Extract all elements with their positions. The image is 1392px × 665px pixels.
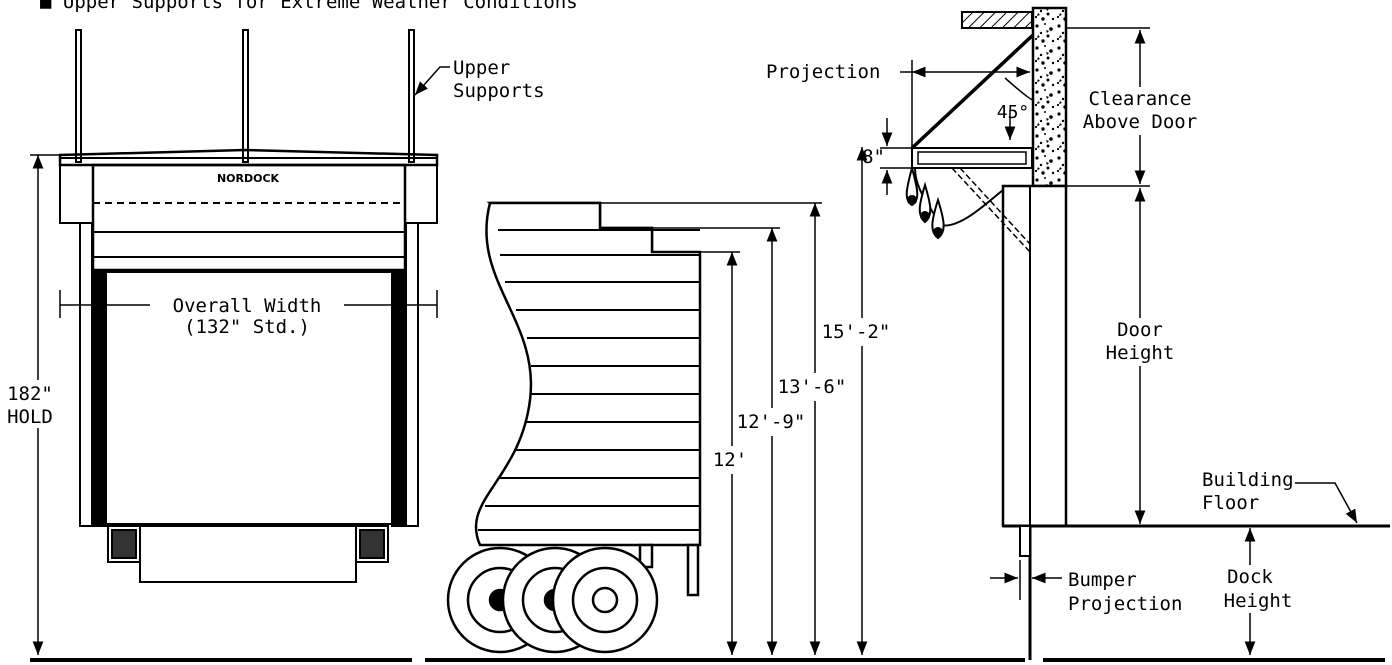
- side-pad-left-fill: [91, 271, 107, 527]
- front-view: [30, 29, 450, 662]
- dim-15-2: 15'-2": [822, 321, 891, 343]
- hold-label: HOLD: [7, 406, 53, 428]
- dock-wall: [1001, 184, 1068, 528]
- truck-body: [474, 201, 702, 547]
- door-height-label-1: Door: [1117, 319, 1163, 341]
- brand-logo: NORDOCK: [217, 172, 280, 185]
- angle-label: 45°: [997, 102, 1030, 123]
- overall-width-std: (132" Std.): [184, 316, 310, 338]
- dim-13-6: 13'-6": [778, 376, 847, 398]
- clearance-label-2: Above Door: [1083, 111, 1197, 133]
- side-view: [880, 6, 1390, 662]
- dock-height-label-2: Height: [1224, 590, 1293, 612]
- overall-width-label: Overall Width: [173, 295, 322, 317]
- clearance-label-1: Clearance: [1089, 88, 1192, 110]
- logo-box: [198, 170, 298, 186]
- building-floor-label-1: Building: [1202, 469, 1294, 491]
- truck-ribs: [478, 229, 700, 531]
- dock-height-label-1: Dock: [1227, 566, 1273, 588]
- header-note: ■ Upper Supports for Extreme Weather Con…: [40, 0, 578, 13]
- base-pad: [139, 525, 357, 583]
- truck-wheels: [446, 546, 659, 654]
- side-pad-right-fill: [391, 271, 407, 527]
- hold-height-value: 182": [7, 383, 53, 405]
- lintel: [961, 11, 1033, 29]
- building-floor-label-2: Floor: [1202, 492, 1259, 514]
- door-height-label-2: Height: [1106, 342, 1175, 364]
- bumper-post: [686, 543, 700, 597]
- upper-support-rods: [75, 29, 415, 163]
- diagonal-support: [910, 33, 1035, 150]
- side-pad-left-top: [59, 164, 94, 224]
- side-pad-right-top: [404, 164, 438, 224]
- upper-supports-label-2: Supports: [453, 80, 545, 102]
- bumper-projection-label-1: Bumper: [1068, 569, 1137, 591]
- side-pad-right: [405, 222, 419, 527]
- head-pad-side: [911, 147, 1033, 169]
- head-curtain: [91, 163, 407, 272]
- projection-label: Projection: [766, 61, 880, 83]
- upper-supports-label-1: Upper: [453, 57, 510, 79]
- dim-12: 12': [713, 449, 747, 471]
- dim-8: 8": [862, 146, 885, 168]
- truck-view: [425, 147, 1025, 662]
- bumper-block: [1019, 525, 1031, 557]
- head-pad-top: [58, 148, 439, 167]
- drip-weights: [905, 164, 945, 240]
- side-pad-left: [79, 222, 93, 527]
- bumper-projection-label-2: Projection: [1068, 593, 1182, 615]
- concrete-wall: [1031, 6, 1068, 188]
- dim-12-9: 12'-9": [737, 411, 806, 433]
